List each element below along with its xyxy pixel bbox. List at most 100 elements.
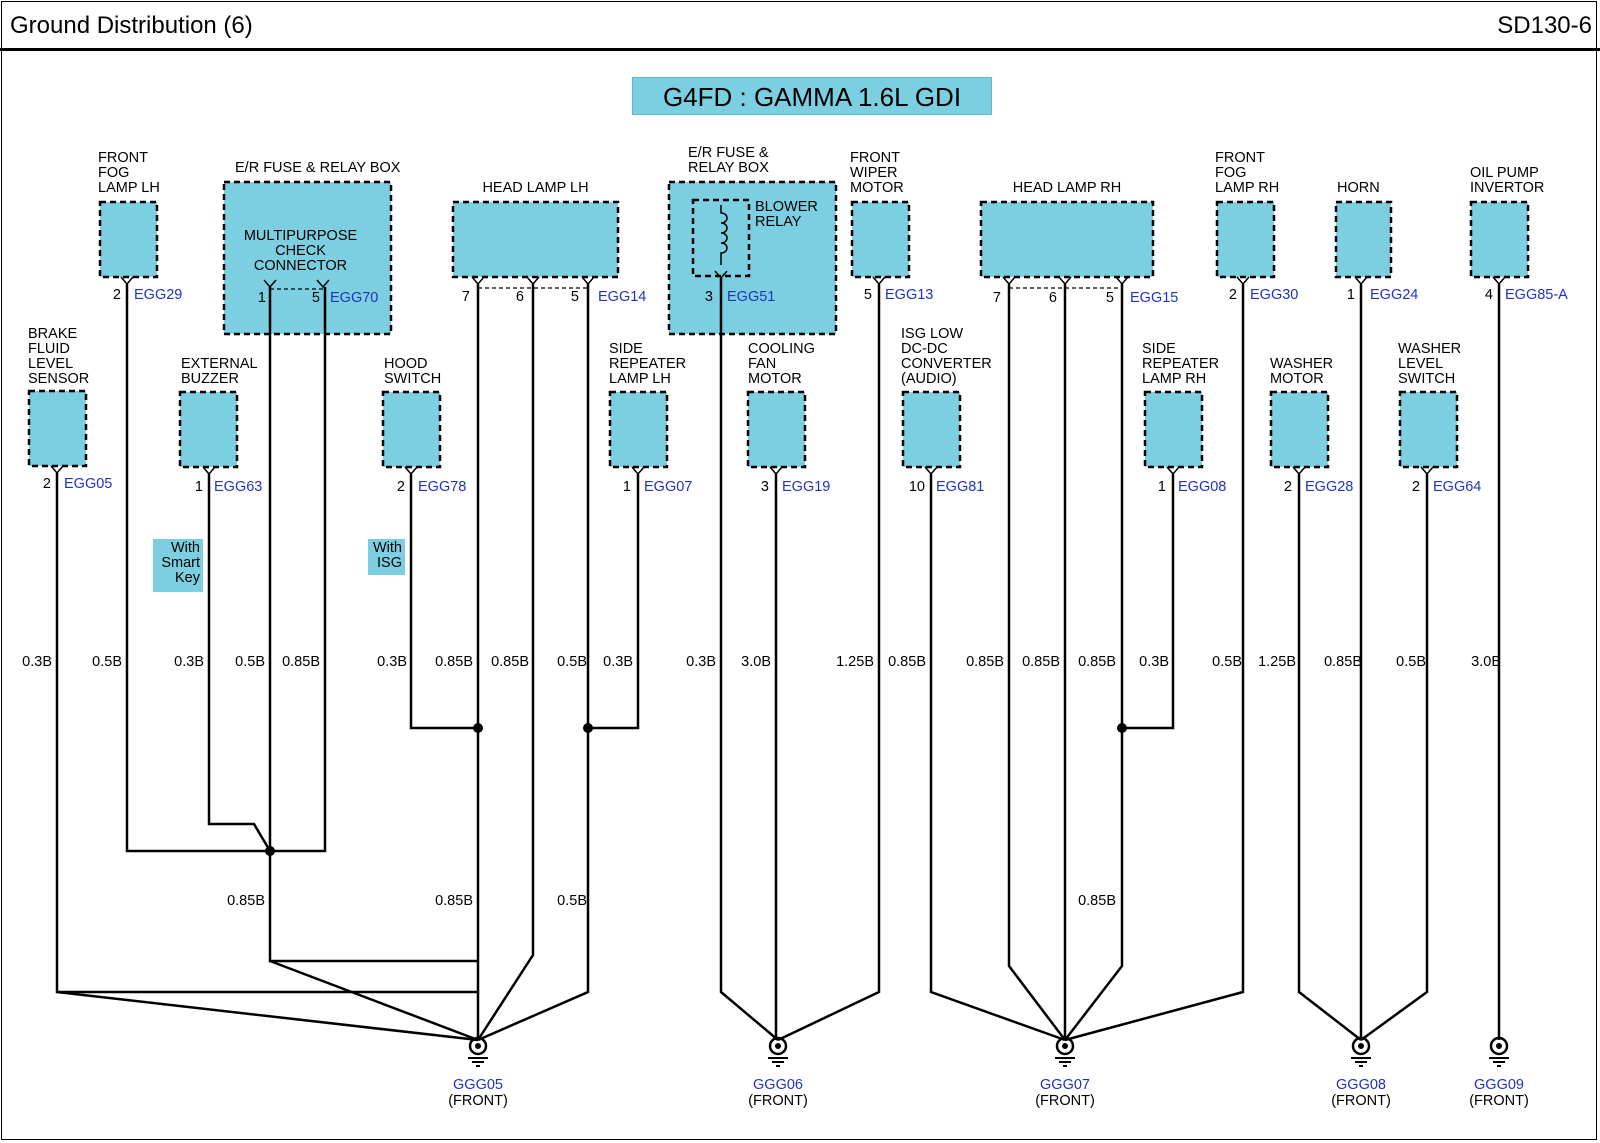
ground-id: GGG06 — [753, 1077, 803, 1093]
connector-id: EGG24 — [1370, 287, 1419, 303]
brake-fluid-sensor-label: BRAKE FLUID LEVEL SENSOR — [28, 326, 90, 387]
isg-low-converter-box — [901, 390, 962, 469]
ground-location: (FRONT) — [748, 1093, 808, 1109]
connector-id: EGG64 — [1433, 479, 1482, 495]
connector-id: EGG08 — [1178, 479, 1227, 495]
connector-id: EGG63 — [214, 479, 263, 495]
pin-number: 2 — [1228, 287, 1237, 303]
pin-number: 2 — [112, 287, 121, 303]
pin-number: 1 — [1346, 287, 1355, 303]
engine-banner: G4FD : GAMMA 1.6L GDI — [632, 77, 992, 115]
ground-id: GGG08 — [1336, 1077, 1386, 1093]
wire-size: 0.5B — [557, 893, 587, 909]
isg-low-converter-label: ISG LOW DC-DC CONVERTER (AUDIO) — [901, 326, 992, 387]
wire-size: 0.85B — [435, 654, 473, 670]
hood-switch-label: HOOD SWITCH — [384, 356, 442, 387]
side-repeater-lh-label: SIDE REPEATER LAMP LH — [609, 341, 687, 387]
splice-dot — [1117, 723, 1127, 733]
blower-relay-label: BLOWER RELAY — [755, 199, 818, 230]
connector-id: EGG13 — [885, 287, 934, 303]
pin-number: 2 — [1411, 479, 1420, 495]
cooling-fan-motor-label: COOLING FAN MOTOR — [748, 341, 815, 387]
ground-icon — [1489, 1036, 1509, 1067]
wire-size: 0.5B — [1212, 654, 1242, 670]
front-fog-lamp-lh-box — [98, 200, 159, 279]
relay-coil-icon — [720, 205, 728, 265]
washer-level-switch-box — [1398, 390, 1459, 469]
connector-id: EGG07 — [644, 479, 693, 495]
hood-switch-box — [381, 390, 442, 469]
connector-id: EGG51 — [727, 289, 776, 305]
ground-id: GGG05 — [453, 1077, 503, 1093]
splice-dot — [265, 846, 275, 856]
connector-id: EGG14 — [598, 289, 647, 305]
washer-motor-box — [1269, 390, 1330, 469]
washer-motor-label: WASHER MOTOR — [1270, 356, 1334, 387]
wire-size: 0.3B — [603, 654, 633, 670]
side-repeater-rh-label: SIDE REPEATER LAMP RH — [1142, 341, 1220, 387]
wire-size: 0.85B — [491, 654, 529, 670]
wire-size: 0.5B — [1396, 654, 1426, 670]
front-fog-lamp-lh-label: FRONT FOG LAMP LH — [98, 150, 160, 196]
ground-icon — [1055, 1036, 1075, 1067]
wire-size: 0.3B — [1139, 654, 1169, 670]
front-wiper-motor-box — [850, 200, 911, 279]
pin-number: 6 — [1048, 290, 1057, 306]
head-lamp-rh-box — [979, 200, 1155, 279]
pin-number: 1 — [1157, 479, 1166, 495]
external-buzzer-box — [178, 390, 239, 469]
pin-number: 3 — [704, 289, 713, 305]
connector-id: EGG19 — [782, 479, 831, 495]
wire-size: 0.85B — [1022, 654, 1060, 670]
wire-size: 1.25B — [1258, 654, 1296, 670]
pin-number: 6 — [515, 289, 524, 305]
head-lamp-lh-label: HEAD LAMP LH — [482, 180, 589, 196]
pin-number: 10 — [908, 479, 925, 495]
er-fuse-box-2 — [667, 180, 838, 336]
connector-id: EGG05 — [64, 476, 113, 492]
brake-fluid-sensor-box — [27, 389, 88, 468]
page-code: SD130-6 — [1497, 12, 1592, 39]
washer-level-switch-label: WASHER LEVEL SWITCH — [1398, 341, 1462, 387]
ground-label: GGG06 (FRONT) — [728, 1077, 828, 1109]
ground-label: GGG08 (FRONT) — [1311, 1077, 1411, 1109]
pin-number: 5 — [863, 287, 872, 303]
wire-size: 0.85B — [1324, 654, 1362, 670]
ground-label: GGG05 (FRONT) — [428, 1077, 528, 1109]
pin-number: 1 — [622, 479, 631, 495]
pin-number: 3 — [760, 479, 769, 495]
connector-id: EGG85-A — [1505, 287, 1568, 303]
wire-size: 0.5B — [235, 654, 265, 670]
pin-number: 2 — [1283, 479, 1292, 495]
pin-number: 2 — [396, 479, 405, 495]
wire-size: 3.0B — [741, 654, 771, 670]
wire-size: 0.85B — [282, 654, 320, 670]
isg-note: With ISG — [368, 539, 405, 575]
ground-label: GGG09 (FRONT) — [1449, 1077, 1549, 1109]
wire-size: 0.85B — [1078, 654, 1116, 670]
connector-id: EGG29 — [134, 287, 183, 303]
ground-location: (FRONT) — [1469, 1093, 1529, 1109]
wire-size: 0.5B — [92, 654, 122, 670]
pin-number: 7 — [992, 290, 1001, 306]
pin-number: 5 — [570, 289, 579, 305]
multipurpose-check-connector-label: MULTIPURPOSE CHECK CONNECTOR — [243, 228, 358, 274]
external-buzzer-label: EXTERNAL BUZZER — [181, 356, 258, 387]
pin-number: 4 — [1484, 287, 1493, 303]
side-repeater-rh-box — [1143, 390, 1204, 469]
wire-size: 0.3B — [377, 654, 407, 670]
header-rule — [0, 48, 1600, 51]
pin-number: 5 — [1105, 290, 1114, 306]
pin-number: 1 — [194, 479, 203, 495]
er-fuse-box-1-label: E/R FUSE & RELAY BOX — [235, 160, 401, 176]
pin-number: 2 — [42, 476, 51, 492]
pin-number: 7 — [461, 289, 470, 305]
ground-icon — [768, 1036, 788, 1067]
wire-size: 0.85B — [1078, 893, 1116, 909]
wire-size: 0.85B — [888, 654, 926, 670]
wire-size: 0.85B — [435, 893, 473, 909]
wire-size: 0.3B — [174, 654, 204, 670]
ground-icon — [468, 1036, 488, 1067]
front-fog-lamp-rh-label: FRONT FOG LAMP RH — [1215, 150, 1280, 196]
connector-id: EGG15 — [1130, 290, 1179, 306]
